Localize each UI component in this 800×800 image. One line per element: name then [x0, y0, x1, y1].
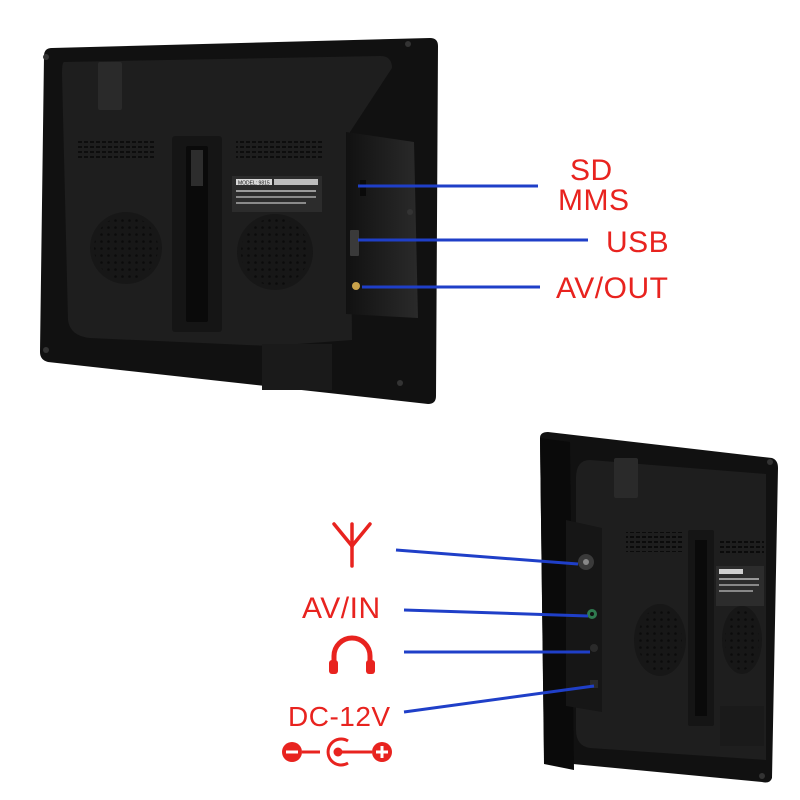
dc-in-jack — [590, 680, 598, 688]
usb-port — [350, 230, 359, 256]
sd-slot — [360, 180, 366, 196]
avin-label: AV/IN — [302, 592, 381, 625]
sd-label: SD — [570, 154, 613, 187]
stand-clip — [98, 62, 122, 110]
side-pointer-lines — [395, 548, 595, 714]
dc12v-label: DC-12V — [288, 701, 391, 732]
mms-label: MMS — [558, 184, 630, 217]
rear-port-panel — [346, 132, 418, 318]
monitor-side-view — [540, 432, 778, 783]
avout-label: AV/OUT — [556, 272, 669, 305]
dc-pointer-line — [403, 684, 595, 714]
headphone-jack — [590, 644, 598, 652]
dc-polarity-icon — [282, 737, 392, 767]
antenna-pointer-line — [395, 548, 579, 566]
rear-pointer-lines — [358, 184, 588, 289]
model-label-text: MODEL: 9815 — [238, 181, 270, 187]
av-out-jack — [352, 282, 360, 290]
headphones-icon — [329, 635, 375, 674]
antenna-icon — [332, 522, 372, 568]
monitor-rear-view: MODEL: 9815 — [40, 38, 438, 404]
usb-label: USB — [606, 226, 670, 259]
avin-pointer-line — [403, 608, 589, 618]
